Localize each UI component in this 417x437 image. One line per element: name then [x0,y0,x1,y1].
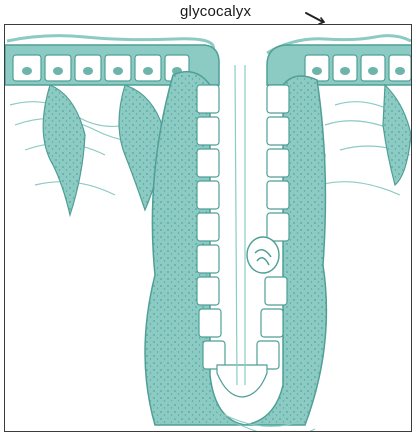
mitotic-cell [247,237,279,273]
crypt-base [217,365,267,397]
crypt-cells-left [197,85,225,369]
crypt-lumen [235,65,245,385]
stromal-cells [43,85,411,225]
glycocalyx-label: glycocalyx [180,3,251,20]
figure-frame [4,24,412,432]
intestinal-crypt-illustration [5,25,412,432]
